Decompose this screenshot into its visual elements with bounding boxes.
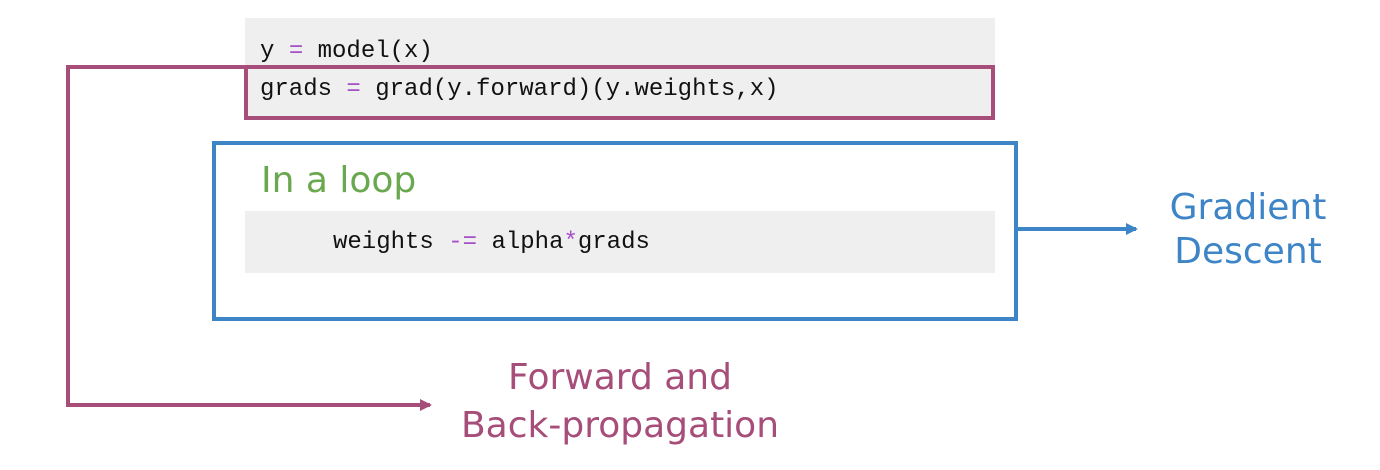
loop-title: In a loop: [261, 160, 417, 201]
gradient-descent-label: Gradient Descent: [1148, 186, 1348, 274]
code-op-assign: =: [288, 38, 304, 65]
code-op-assign-2: =: [346, 76, 361, 103]
gradient-descent-line-1: Gradient: [1169, 187, 1327, 228]
code-op-minus-assign: -=: [448, 229, 478, 256]
code-op-mult: *: [563, 229, 578, 256]
code-lhs-weights: weights: [333, 229, 434, 256]
gradient-descent-line-2: Descent: [1174, 231, 1322, 272]
code-line-update: weights -= alpha*grads: [333, 229, 650, 257]
code-lhs-y: y: [260, 38, 275, 65]
code-rhs-model: model(x): [317, 38, 433, 65]
forward-backprop-label: Forward and Back-propagation: [440, 354, 800, 450]
code-rhs-grads: grads: [577, 229, 650, 256]
code-rhs-grad-call: grad(y.forward)(y.weights,x): [375, 76, 779, 103]
forward-backprop-line-2: Back-propagation: [460, 405, 780, 446]
code-line-grads: grads = grad(y.forward)(y.weights,x): [260, 76, 779, 104]
forward-backprop-line-1: Forward and: [508, 357, 732, 398]
code-line-model: y = model(x): [260, 38, 433, 66]
code-rhs-alpha: alpha: [491, 229, 564, 256]
code-lhs-grads: grads: [260, 76, 333, 103]
